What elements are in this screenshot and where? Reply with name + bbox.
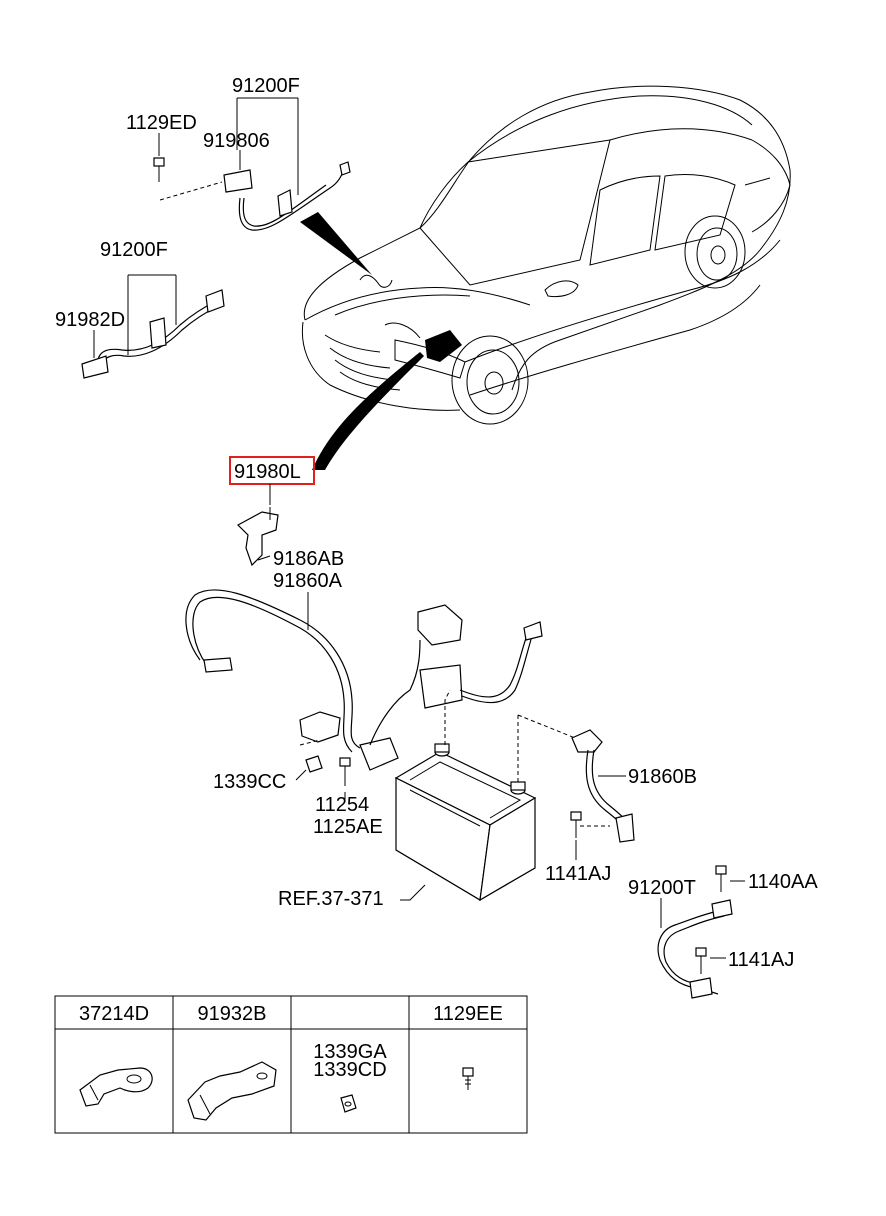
bolt-icon xyxy=(695,947,707,974)
label-9186AB: 9186AB xyxy=(273,548,344,570)
table-cell-3-line1: 1339GA xyxy=(313,1041,387,1063)
screw-icon xyxy=(462,1067,474,1090)
table-cell-3-line2: 1339CD xyxy=(313,1059,386,1081)
label-1125AE: 1125AE xyxy=(313,816,383,838)
label-91980L[interactable]: 91980L xyxy=(234,461,301,483)
battery xyxy=(394,689,581,902)
label-1339CC: 1339CC xyxy=(213,771,286,793)
label-91860A: 91860A xyxy=(273,570,343,592)
highlight-box xyxy=(229,456,315,485)
label-91982D: 91982D xyxy=(55,309,125,331)
pointer-wedges xyxy=(300,212,424,470)
harness-mid-group xyxy=(81,274,225,379)
terminal-icon xyxy=(187,1061,277,1121)
parts-table: 37214D 91932B 1129EE 1339GA 1339CD xyxy=(54,995,528,1134)
label-1129ED: 1129ED xyxy=(126,112,197,134)
nut-icon xyxy=(305,755,323,773)
bolt-icon xyxy=(339,757,351,786)
car-illustration xyxy=(301,85,791,425)
harness-top-group xyxy=(153,97,351,231)
bolt-icon xyxy=(570,811,582,838)
label-1140AA: 1140AA xyxy=(748,871,818,893)
label-919806: 919806 xyxy=(203,130,270,152)
label-11254: 11254 xyxy=(315,794,369,816)
table-header-1: 37214D xyxy=(79,1003,149,1025)
label-91200F-top: 91200F xyxy=(232,75,300,97)
bolt-icon xyxy=(715,865,727,892)
label-91200T: 91200T xyxy=(628,877,696,899)
cable-positive xyxy=(185,589,543,800)
harness-bottom-group xyxy=(657,865,745,999)
label-91200F-mid: 91200F xyxy=(100,239,168,261)
label-91860B: 91860B xyxy=(628,766,697,788)
label-1141AJ-right: 1141AJ xyxy=(545,863,611,885)
bracket-part xyxy=(237,507,279,567)
nut-icon xyxy=(340,1094,357,1113)
terminal-icon xyxy=(79,1067,153,1107)
table-header-4: 1129EE xyxy=(433,1003,503,1025)
table-header-2: 91932B xyxy=(198,1003,267,1025)
bolt-icon xyxy=(153,157,165,182)
cable-negative xyxy=(570,729,635,860)
label-1141AJ-bottom: 1141AJ xyxy=(728,949,794,971)
label-ref-37-371: REF.37-371 xyxy=(278,888,384,910)
